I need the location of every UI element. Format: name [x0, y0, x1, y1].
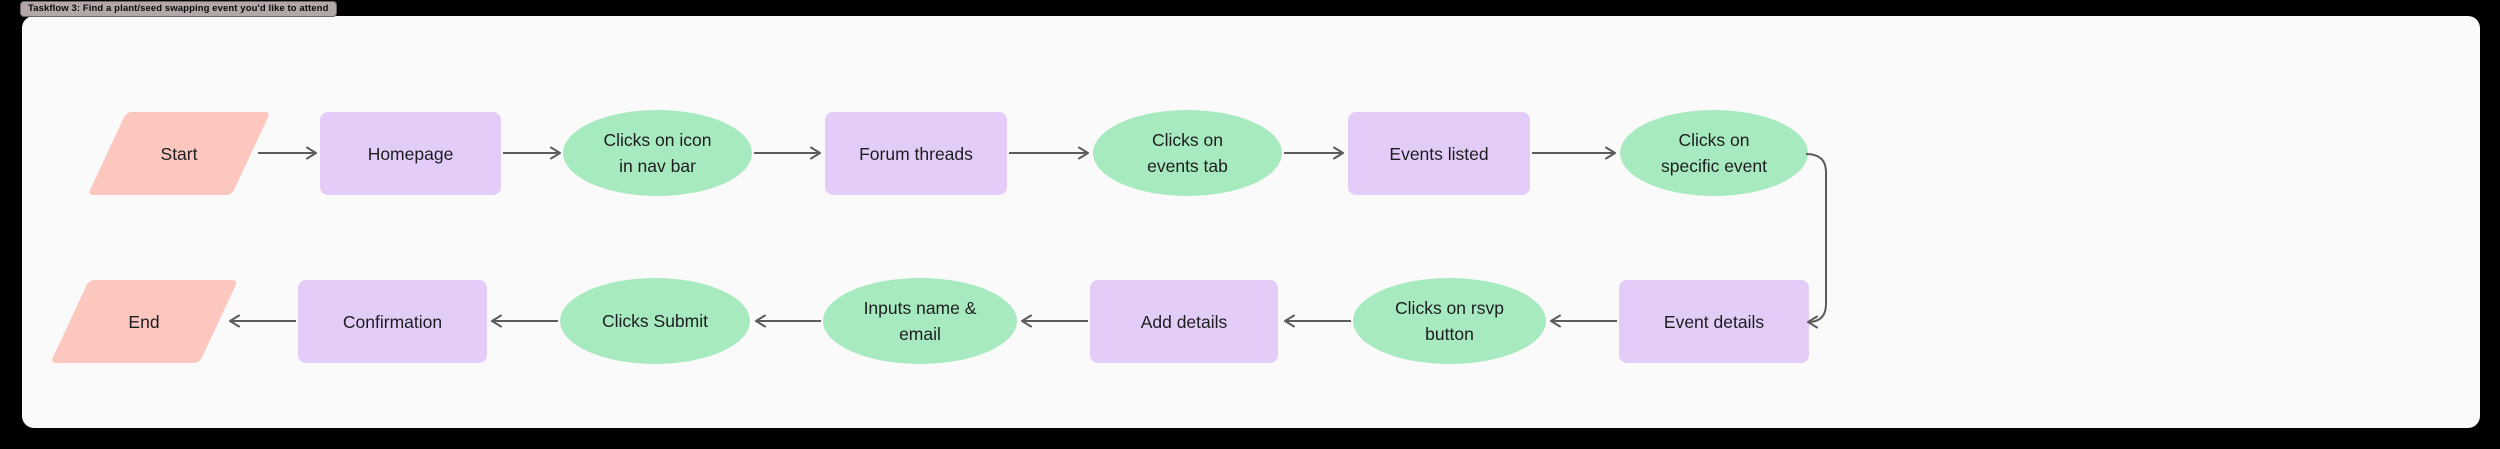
node-label: Add details	[1140, 311, 1228, 332]
node-label: Confirmation	[342, 311, 443, 332]
flow-node-confirmation: Confirmation	[298, 280, 487, 363]
flow-node-events-listed: Events listed	[1348, 112, 1530, 195]
node-label: End	[128, 311, 160, 332]
flow-node-forum-threads: Forum threads	[825, 112, 1007, 195]
taskflow-title-badge: Taskflow 3: Find a plant/seed swapping e…	[20, 1, 337, 17]
node-label: Clicks Submit	[602, 311, 708, 331]
node-label: Inputs name &email	[863, 298, 977, 344]
node-label: Event details	[1663, 311, 1765, 332]
flow-node-clicks-submit: Clicks Submit	[560, 278, 750, 364]
flow-node-homepage: Homepage	[320, 112, 501, 195]
flow-node-event-details: Event details	[1619, 280, 1809, 363]
taskflow-title-text: Taskflow 3: Find a plant/seed swapping e…	[28, 3, 329, 14]
node-label: Start	[160, 143, 198, 164]
flow-node-inputs-name-email: Inputs name &email	[823, 278, 1017, 364]
node-label: Forum threads	[859, 143, 973, 164]
flow-node-end: End	[50, 280, 238, 363]
flow-node-add-details: Add details	[1090, 280, 1278, 363]
node-label: Events listed	[1389, 143, 1489, 164]
flow-node-start: Start	[87, 112, 271, 195]
node-label: Homepage	[367, 143, 454, 164]
